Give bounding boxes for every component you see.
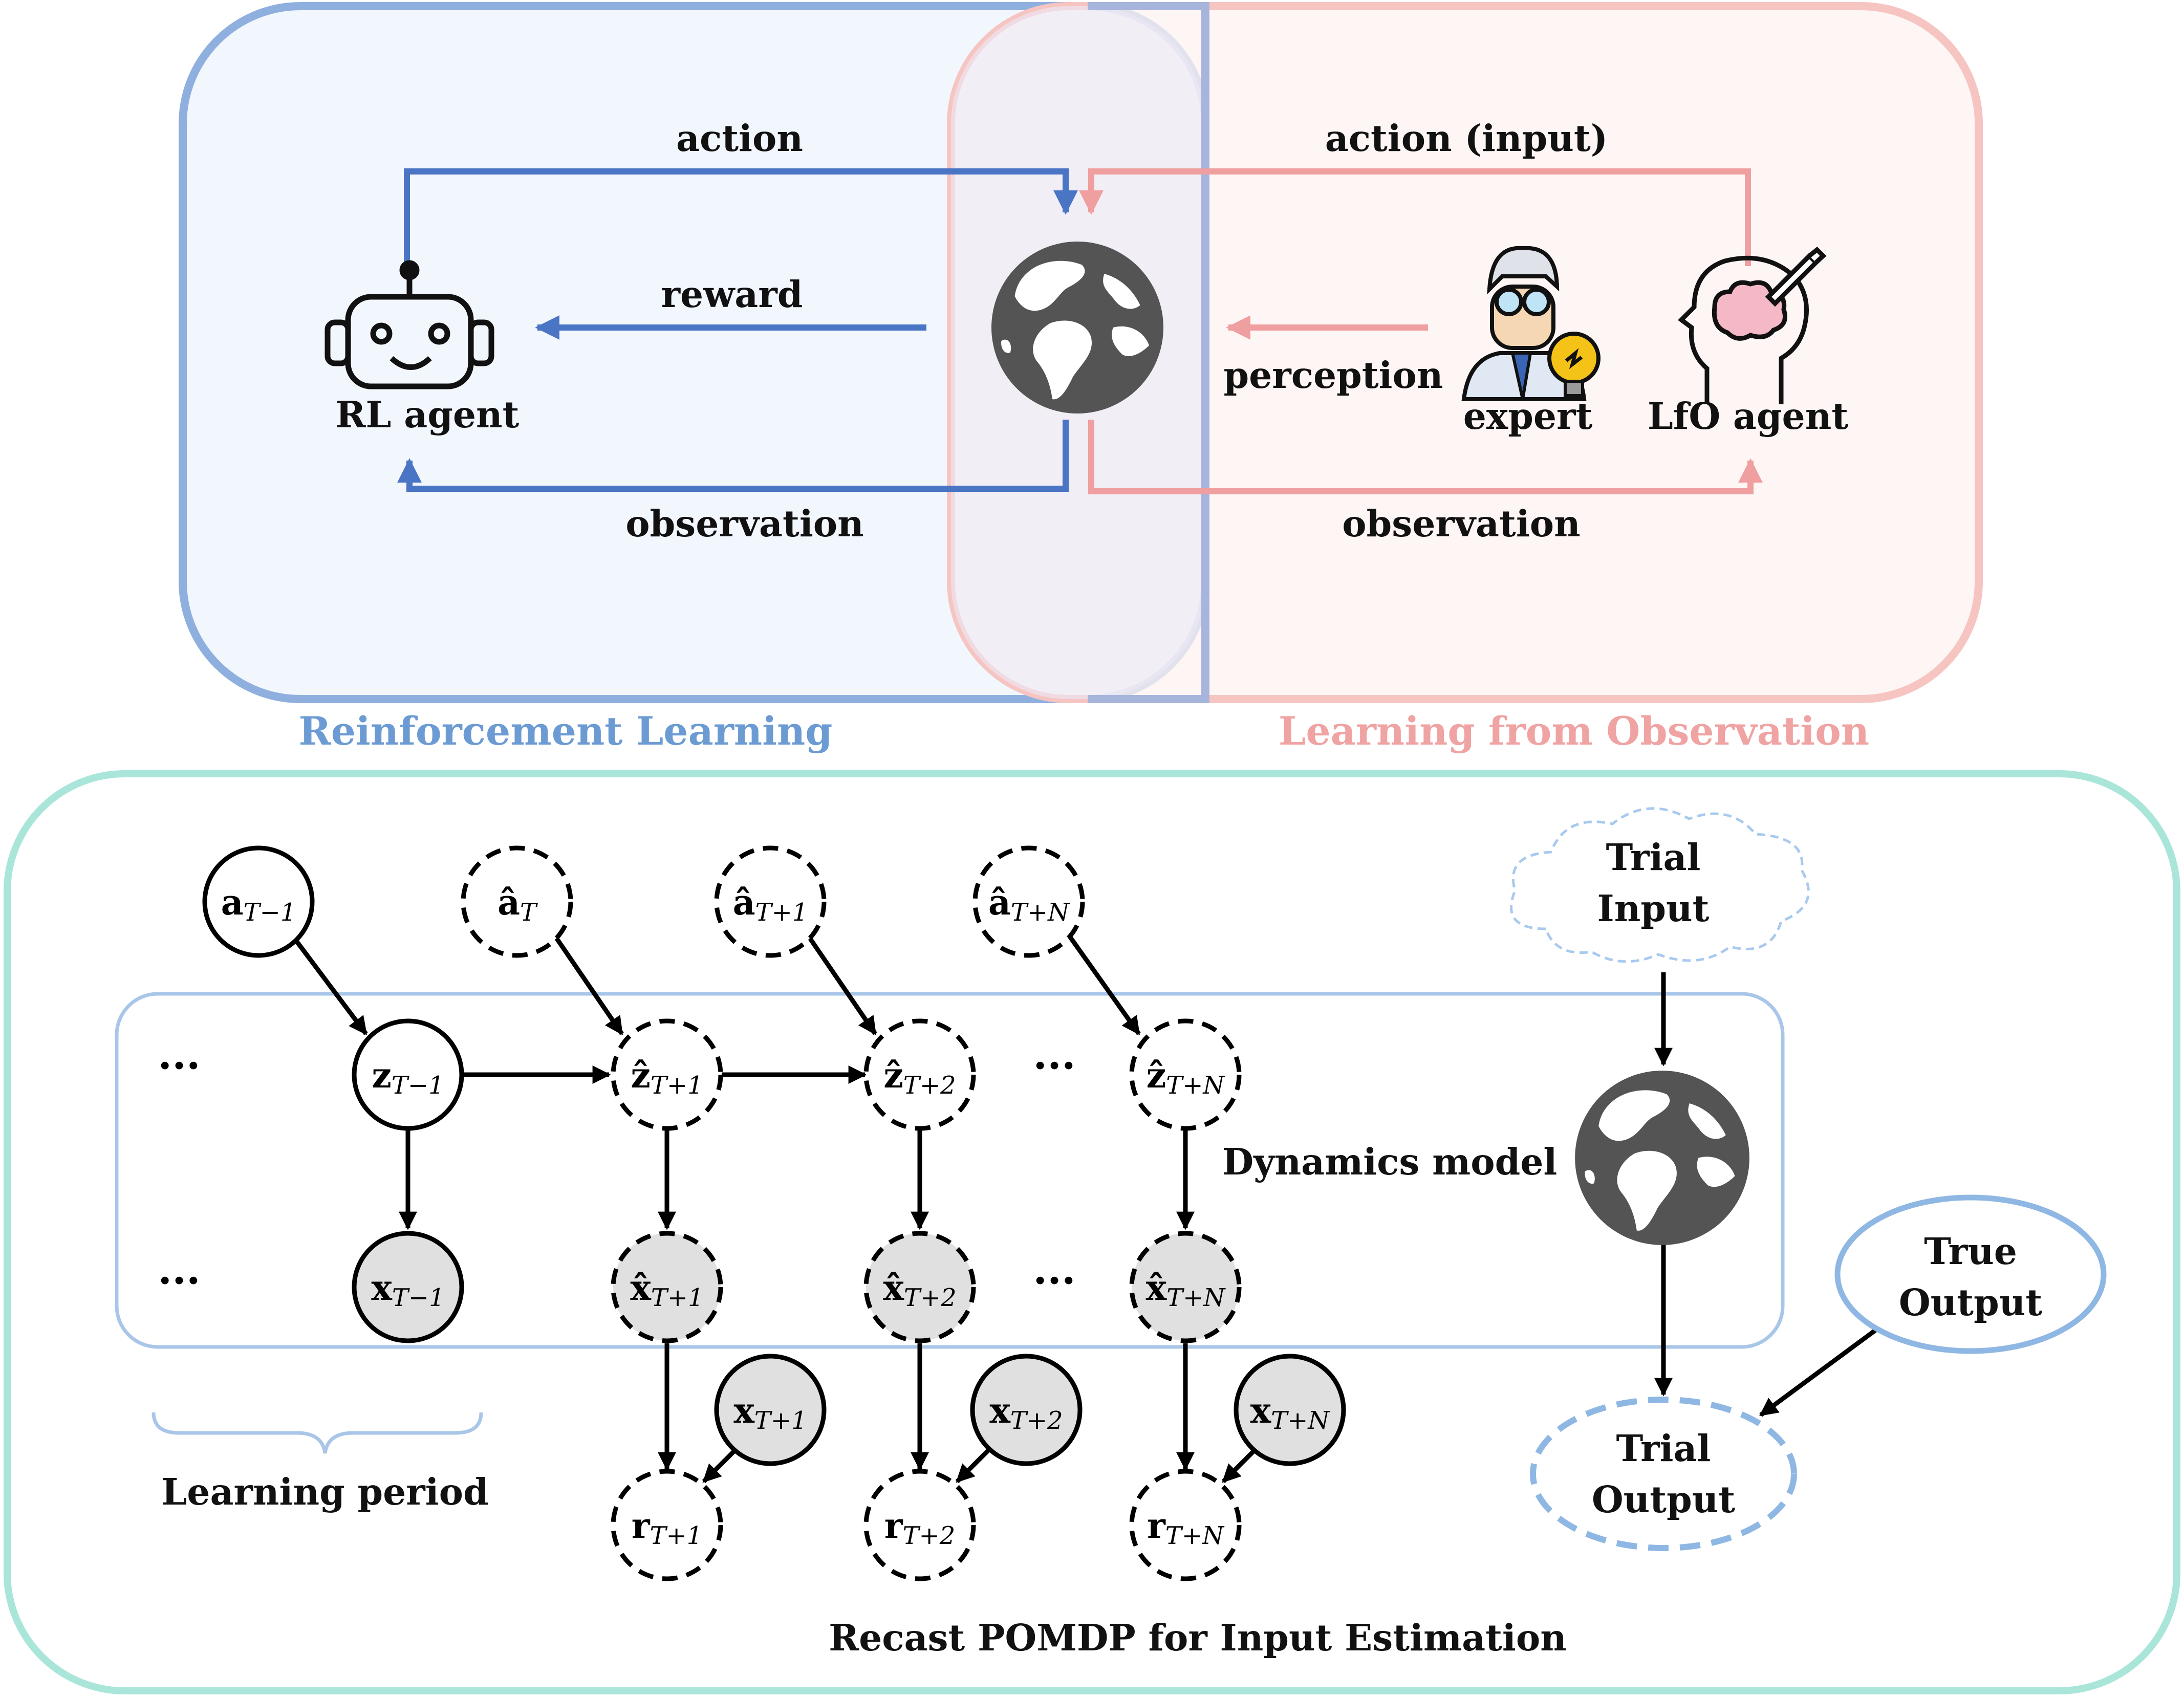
- learning-period-label: Learning period: [161, 1470, 488, 1513]
- expert-scientist-icon: [1461, 246, 1601, 401]
- svg-text:zT−1: zT−1: [372, 1055, 444, 1100]
- svg-text:xT+1: xT+1: [733, 1390, 807, 1435]
- svg-text:aT−1: aT−1: [221, 882, 296, 927]
- ellipsis-z-left: ···: [158, 1041, 201, 1090]
- node-a-hat-T-plus-N: âT+N: [972, 845, 1085, 958]
- svg-text:True: True: [1924, 1230, 2017, 1273]
- node-x-hat-T-plus-1: x̂T+1: [611, 1231, 723, 1343]
- svg-text:xT+2: xT+2: [989, 1390, 1063, 1435]
- svg-text:ẑT+2: ẑT+2: [883, 1055, 956, 1100]
- rl-observation-arrow: [397, 420, 1069, 492]
- node-z-hat-T-plus-1: ẑT+1: [611, 1018, 723, 1131]
- ellipsis-x-left: ···: [158, 1256, 201, 1304]
- svg-text:Output: Output: [1899, 1281, 2043, 1324]
- lfo-agent-label: LfO agent: [1648, 395, 1848, 438]
- rl-action-label: action: [676, 117, 803, 160]
- rl-observation-label: observation: [625, 502, 864, 545]
- svg-text:ẑT+N: ẑT+N: [1147, 1055, 1226, 1100]
- lfo-perception-label: perception: [1223, 354, 1443, 397]
- node-z-T-minus-1: zT−1: [352, 1018, 464, 1131]
- svg-text:x̂T+N: x̂T+N: [1146, 1268, 1226, 1312]
- dynamics-model-label: Dynamics model: [1222, 1140, 1558, 1183]
- robot-icon: [325, 260, 494, 389]
- svg-text:rT+N: rT+N: [1147, 1506, 1225, 1550]
- rl-caption: Reinforcement Learning: [299, 708, 833, 754]
- svg-text:xT−1: xT−1: [371, 1268, 444, 1312]
- node-x-T-plus-1: xT+1: [714, 1354, 827, 1466]
- expert-label: expert: [1463, 395, 1593, 438]
- node-x-T-minus-1: xT−1: [352, 1231, 464, 1343]
- node-a-hat-T: âT: [461, 845, 573, 958]
- lfo-observation-arrow: [1088, 420, 1763, 494]
- trial-output-ellipse: Trial Output: [1530, 1397, 1797, 1551]
- rl-agent-label: RL agent: [336, 393, 520, 436]
- svg-text:rT+2: rT+2: [884, 1506, 956, 1550]
- learning-period-brace: [152, 1412, 483, 1454]
- true-output-ellipse: True Output: [1834, 1194, 2107, 1354]
- svg-text:x̂T+2: x̂T+2: [883, 1268, 956, 1312]
- rl-action-arrow: [404, 168, 1078, 265]
- node-x-hat-T-plus-2: x̂T+2: [863, 1231, 976, 1343]
- ellipsis-z-mid: ···: [1033, 1041, 1076, 1090]
- svg-text:x̂T+1: x̂T+1: [630, 1268, 703, 1312]
- lfo-observation-label: observation: [1342, 502, 1581, 545]
- lfo-caption: Learning from Observation: [1279, 708, 1869, 754]
- pomdp-panel: [4, 770, 2180, 1694]
- rl-reward-label: reward: [661, 273, 803, 316]
- lfo-action-arrow: [1079, 168, 1751, 266]
- node-a-hat-T-plus-1: âT+1: [714, 845, 827, 958]
- node-x-T-plus-2: xT+2: [970, 1354, 1083, 1466]
- node-a-T-minus-1: aT−1: [202, 845, 315, 958]
- brain-head-icon: [1678, 246, 1827, 404]
- svg-text:âT+1: âT+1: [733, 882, 808, 927]
- svg-text:âT+N: âT+N: [988, 882, 1070, 927]
- node-x-hat-T-plus-N: x̂T+N: [1129, 1231, 1242, 1343]
- svg-text:Output: Output: [1592, 1478, 1736, 1521]
- node-z-hat-T-plus-N: ẑT+N: [1129, 1018, 1242, 1131]
- trial-input-cloud: [1510, 807, 1810, 963]
- svg-text:xT+N: xT+N: [1250, 1390, 1331, 1435]
- trial-input-label-line1: Trial: [1606, 836, 1700, 879]
- globe-icon: [991, 242, 1163, 413]
- globe-icon-system: [1575, 1071, 1749, 1245]
- svg-text:rT+1: rT+1: [632, 1506, 703, 1550]
- svg-text:ẑT+1: ẑT+1: [631, 1055, 703, 1100]
- lfo-action-label: action (input): [1325, 117, 1608, 160]
- node-r-T-plus-N: rT+N: [1129, 1469, 1242, 1581]
- ellipsis-x-mid: ···: [1033, 1256, 1076, 1304]
- svg-text:Trial: Trial: [1616, 1427, 1711, 1470]
- node-x-T-plus-N: xT+N: [1234, 1354, 1346, 1466]
- node-r-T-plus-2: rT+2: [863, 1469, 976, 1581]
- node-z-hat-T-plus-2: ẑT+2: [863, 1018, 976, 1131]
- dynamics-model-box: [115, 992, 1785, 1349]
- node-r-T-plus-1: rT+1: [611, 1469, 723, 1581]
- svg-text:âT: âT: [498, 882, 538, 927]
- pomdp-caption: Recast POMDP for Input Estimation: [829, 1616, 1567, 1659]
- trial-input-label-line2: Input: [1597, 887, 1710, 930]
